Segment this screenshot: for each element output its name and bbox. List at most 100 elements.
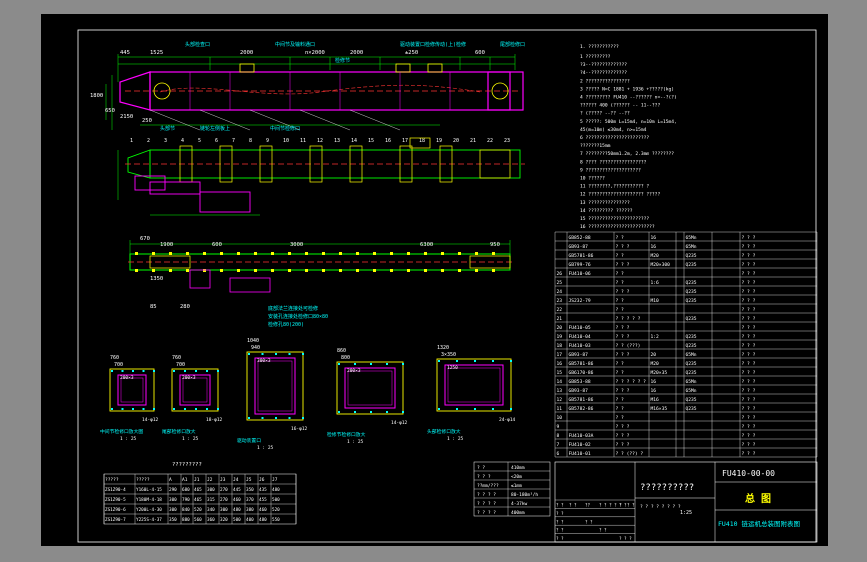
balloon-number: 11: [300, 138, 306, 144]
parts-cell: GB93-87: [569, 388, 589, 394]
parts-cell: M20×35: [651, 370, 668, 376]
balloon-number: 20: [453, 138, 459, 144]
bottom-dim-label: 670: [140, 236, 150, 242]
flange-bolt: [135, 252, 138, 255]
head-end-shape: [119, 71, 151, 111]
note-line: 8 ???? ?????????????????: [580, 159, 647, 165]
balloon-number: 6: [215, 138, 218, 144]
motor-col-header: A1: [182, 477, 188, 483]
flange-bolt: [356, 269, 359, 272]
section-dim: 24-φ14: [499, 417, 516, 423]
bottom-dim-label: 950: [490, 242, 500, 248]
parts-cell: 20: [651, 352, 657, 358]
motor-cell: 300: [169, 497, 177, 503]
flange-bolt: [407, 269, 410, 272]
spec-value: ≤1mm: [511, 483, 522, 489]
flange-bolt: [288, 269, 291, 272]
section-dim: 700: [176, 362, 185, 368]
parts-cell: 7: [557, 442, 560, 448]
spec-label: ? ? ? ?: [477, 501, 496, 507]
section-dim: 1250: [447, 365, 458, 371]
parts-cell: ? ?: [616, 253, 625, 259]
flange-bolt: [169, 252, 172, 255]
section-dim: 14-φ12: [391, 420, 408, 426]
top-dim-label: 600: [475, 50, 485, 56]
parts-cell: GB6170-86: [569, 370, 594, 376]
parts-cell: FU410-01: [569, 451, 591, 457]
motor-col-header: J7: [272, 477, 278, 483]
balloon-number: 21: [470, 138, 476, 144]
note-line: 2 ????????????????: [580, 78, 630, 84]
motor-cell: 350: [169, 517, 177, 523]
parts-cell: ? ?: [616, 298, 625, 304]
parts-cell: ? ? ?: [616, 352, 630, 358]
drawing-scale: 1:25: [680, 510, 692, 516]
bottom-dim-label: 85: [150, 304, 157, 310]
garbled-title: ??????????: [640, 483, 694, 493]
motor-cell: ZS1Z90-6: [105, 507, 126, 513]
balloon-number: 1: [130, 138, 133, 144]
flange-bolt: [305, 269, 308, 272]
note-line: 5 ?????: 500m L=15m4, n=10m L=15m4,: [580, 119, 677, 125]
motor-cell: 300: [169, 507, 177, 513]
section-label: 尾部检修口放大: [162, 428, 196, 435]
parts-cell: ? ? ?: [742, 370, 756, 376]
parts-cell: 6: [557, 451, 560, 457]
parts-cell: 16: [557, 361, 563, 367]
top-callout: 检修节: [335, 57, 350, 64]
flange-bolt: [475, 252, 478, 255]
parts-cell: 10: [557, 415, 563, 421]
parts-cell: ? ? ?: [742, 298, 756, 304]
note-line: 9 ????????????????????: [580, 167, 641, 173]
motor-cell: 480: [233, 507, 241, 513]
motor-cell: 465: [194, 497, 202, 503]
spec-value: 80-180m³/h: [511, 492, 538, 498]
balloon-number: 14: [351, 138, 357, 144]
flange-bolt: [220, 252, 223, 255]
parts-cell: 16: [651, 244, 657, 250]
parts-cell: ? ? ?: [742, 433, 756, 439]
sheet-area: [41, 14, 828, 546]
motor-cell: 680: [182, 487, 190, 493]
parts-cell: 1:2: [651, 334, 660, 340]
note-line: ???????15mm: [580, 143, 611, 149]
balloon-number: 3: [164, 138, 167, 144]
parts-cell: GB799-76: [569, 262, 591, 268]
flange-bolt: [220, 269, 223, 272]
parts-cell: ? ? ?: [742, 352, 756, 358]
parts-cell: ? ? ?: [742, 406, 756, 412]
note-line: 16 ????????????????????????: [580, 224, 655, 230]
top-callout: 驱动装置口检修传动(上)检修: [400, 41, 466, 48]
parts-cell: ? ? ?: [616, 388, 630, 394]
motor-col-header: J2: [207, 477, 213, 483]
title-block-cell: ? ?: [556, 511, 564, 516]
title-block-cell: ? ?: [627, 503, 635, 508]
motor-cell: 315: [207, 497, 215, 503]
section-scale: 1 : 25: [182, 436, 199, 442]
parts-cell: 11: [557, 406, 563, 412]
motor-cell: 460: [233, 497, 241, 503]
top-callout: 中间节及输料通口: [275, 41, 315, 48]
section-dim: 18-φ12: [206, 417, 223, 423]
parts-cell: ? ? (??) ?: [616, 451, 644, 457]
spec-label: ? ? ? ?: [477, 510, 496, 516]
motor-cell: 480: [259, 517, 267, 523]
motor-cell: 270: [220, 497, 228, 503]
parts-cell: ? ?: [616, 307, 625, 313]
parts-cell: ? ? ?: [742, 388, 756, 394]
balloon-number: 22: [487, 138, 493, 144]
motor-cell: ZS1Z90-4: [105, 487, 126, 493]
motor-cell: 340: [207, 507, 215, 513]
title-block-cell: ? ?: [619, 503, 627, 508]
motor-cell: 790: [182, 497, 190, 503]
section-dim: 800: [341, 355, 350, 361]
motor-cell: 520: [194, 507, 202, 513]
section-dim: 3×350: [441, 352, 456, 358]
flange-bolt: [390, 269, 393, 272]
parts-cell: GB93-87: [569, 244, 589, 250]
parts-cell: Q235: [686, 361, 697, 367]
section-dim: 700: [114, 362, 123, 368]
parts-cell: ? ? ?: [616, 442, 630, 448]
